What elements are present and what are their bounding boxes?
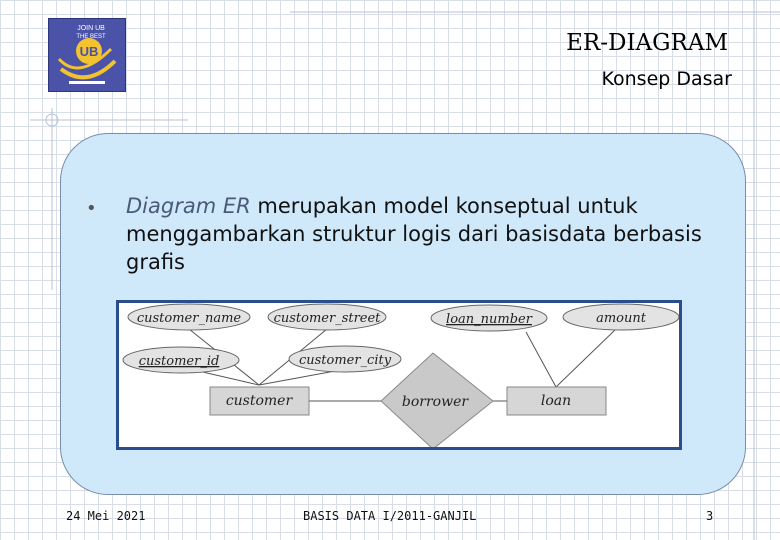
bullet-emphasis: Diagram ER	[126, 194, 251, 218]
university-logo: UB JOIN UB THE BEST	[48, 18, 126, 92]
attribute-loan-number-label: loan_number	[446, 312, 533, 327]
attribute-amount	[562, 303, 679, 331]
bullet-text: Diagram ER merupakan model konseptual un…	[126, 192, 726, 276]
logo-text-mid: THE BEST	[76, 34, 106, 40]
entity-customer	[209, 386, 310, 416]
logo-text-top: JOIN UB	[77, 25, 105, 32]
attribute-customer-street	[267, 303, 387, 331]
attribute-customer-id-label: customer_id	[139, 354, 220, 369]
bullet-body: merupakan model konseptual untuk menggam…	[126, 194, 702, 274]
attribute-customer-id	[122, 346, 240, 374]
entity-loan-label: loan	[541, 393, 571, 409]
attribute-customer-street-label: customer_street	[274, 311, 382, 326]
logo-badge: UB	[80, 44, 99, 59]
entity-loan	[506, 386, 607, 416]
attribute-loan-number	[430, 304, 548, 332]
slide-subtitle: Konsep Dasar	[601, 68, 733, 90]
er-diagram: customer_name customer_street loan_numbe…	[116, 300, 682, 450]
attribute-customer-city-label: customer_city	[299, 353, 392, 368]
attribute-amount-label: amount	[596, 311, 647, 326]
relationship-borrower	[380, 352, 494, 447]
page-number: 3	[706, 509, 714, 523]
attribute-customer-name	[127, 303, 251, 331]
slide-title: ER-DIAGRAM	[566, 30, 728, 56]
attribute-customer-city	[288, 345, 402, 373]
attribute-customer-name-label: customer_name	[137, 311, 242, 326]
footer-course: BASIS DATA I/2011-GANJIL	[303, 509, 477, 523]
relationship-borrower-label: borrower	[402, 394, 469, 410]
bullet-icon: •	[86, 198, 97, 219]
entity-customer-label: customer	[226, 393, 294, 409]
footer-date: 24 Mei 2021	[66, 509, 146, 523]
